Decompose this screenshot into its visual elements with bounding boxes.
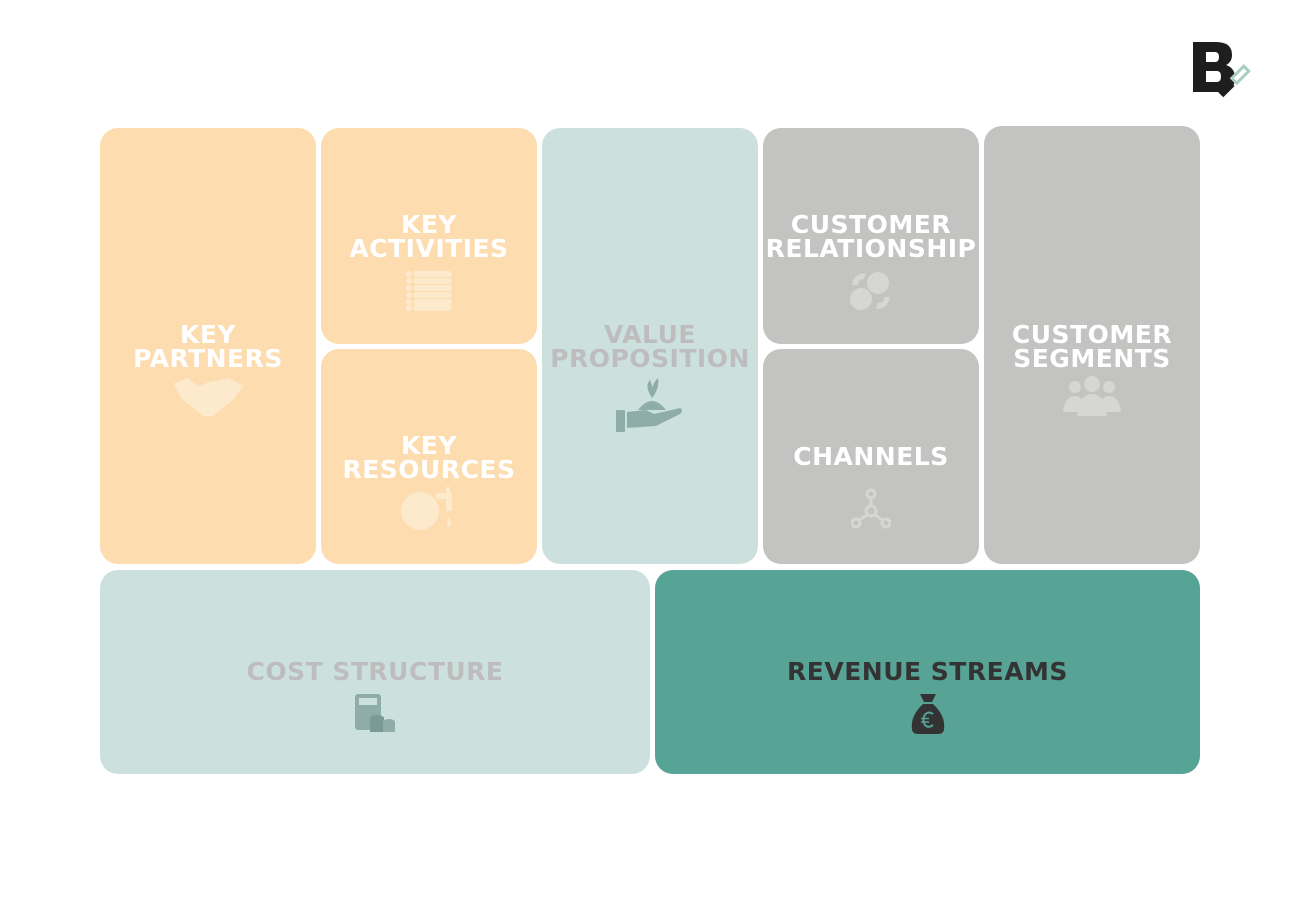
revenue-streams-block[interactable]: REVENUE STREAMS [655,570,1200,774]
title-line: VALUE [604,320,696,349]
customer-segments-block[interactable]: CUSTOMER SEGMENTS [984,126,1200,564]
title-line: CUSTOMER [790,210,952,239]
title-line: KEY [400,210,458,239]
title-line: RESOURCES [342,455,516,484]
key-activities-title: KEY ACTIVITIES [321,210,537,263]
title-line: REVENUE STREAMS [787,657,1068,686]
checklist-icon [406,271,452,315]
hand-plant-icon [616,376,684,438]
bplannow-logo [1190,40,1262,100]
customer-relationship-block[interactable]: CUSTOMER RELATIONSHIP [763,128,979,344]
people-exchange-icon [850,271,892,315]
title-line: COST STRUCTURE [246,657,504,686]
cost-structure-block[interactable]: COST STRUCTURE [100,570,650,774]
title-line: ACTIVITIES [349,234,509,263]
value-proposition-block[interactable]: VALUE PROPOSITION [542,128,758,564]
title-line: KEY [179,320,237,349]
group-icon [1063,376,1121,422]
network-icon [850,488,892,534]
title-line: SEGMENTS [1013,344,1171,373]
customer-segments-title: CUSTOMER SEGMENTS [984,320,1200,373]
globe-tap-icon [400,487,458,535]
title-line: PARTNERS [133,344,283,373]
title-line: RELATIONSHIP [765,234,977,263]
cost-structure-title: COST STRUCTURE [100,657,650,686]
title-line: PROPOSITION [550,344,750,373]
key-partners-block[interactable]: KEY PARTNERS [100,128,316,564]
title-line: CUSTOMER [1011,320,1173,349]
value-proposition-title: VALUE PROPOSITION [542,320,758,373]
key-resources-block[interactable]: KEY RESOURCES [321,349,537,564]
calculator-coins-icon [355,694,395,738]
title-line: CHANNELS [793,442,949,471]
customer-relationship-title: CUSTOMER RELATIONSHIP [763,210,979,263]
revenue-streams-title: REVENUE STREAMS [655,657,1200,686]
key-activities-block[interactable]: KEY ACTIVITIES [321,128,537,344]
handshake-icon [173,376,243,422]
title-line: KEY [400,431,458,460]
money-bag-euro-icon [910,694,946,740]
channels-block[interactable]: CHANNELS [763,349,979,564]
key-resources-title: KEY RESOURCES [321,431,537,484]
channels-title: CHANNELS [763,442,979,471]
key-partners-title: KEY PARTNERS [100,320,316,373]
